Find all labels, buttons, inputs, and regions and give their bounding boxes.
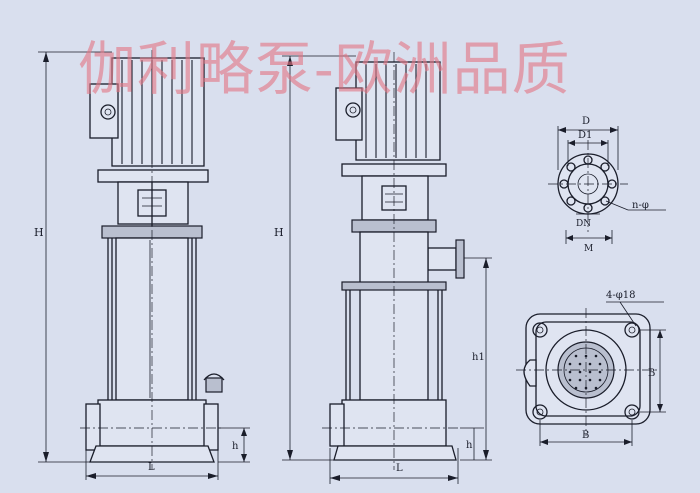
flange-detail: D D1 DN M n-φ — [548, 116, 666, 254]
left-H-label: H — [34, 226, 44, 239]
left-pump-drawing: H L h — [34, 50, 250, 480]
left-bracket — [97, 169, 209, 226]
flange-D1-label: D1 — [578, 130, 592, 141]
base-4-phi18-label: 4-φ18 — [606, 290, 635, 301]
middle-base — [322, 399, 460, 461]
left-dimension-h: h — [218, 427, 250, 463]
left-dimension-H: H — [34, 51, 112, 463]
flange-n-phi-label: n-φ — [632, 200, 649, 211]
base-B-right-label: B — [648, 368, 655, 379]
middle-dimension-L: L — [329, 448, 459, 484]
middle-dimension-H: H — [274, 55, 356, 461]
middle-L-label: L — [396, 463, 403, 474]
middle-dimension-h1: h1 — [460, 257, 492, 461]
middle-h1-label: h1 — [472, 352, 485, 363]
base-plan-view: 4-φ18 B B — [516, 290, 666, 446]
middle-H-label: H — [274, 226, 284, 239]
base-B-bottom-label: B — [582, 430, 589, 441]
left-h-label: h — [232, 441, 239, 452]
watermark-text: 伽利略泵-欧洲品质 — [78, 35, 571, 103]
left-L-label: L — [148, 462, 155, 473]
middle-dimension-h: h — [460, 427, 484, 460]
middle-pump-drawing: H L h1 h — [274, 52, 492, 484]
left-motor — [89, 57, 205, 167]
middle-motor — [335, 61, 441, 161]
flange-DN-label: DN — [576, 219, 591, 229]
flange-D-label: D — [582, 116, 590, 127]
middle-h-label: h — [466, 440, 473, 451]
strainer-dots — [568, 354, 602, 390]
middle-outlet — [422, 239, 465, 279]
left-dimension-L: L — [85, 450, 219, 480]
flange-M-label: M — [584, 244, 593, 254]
